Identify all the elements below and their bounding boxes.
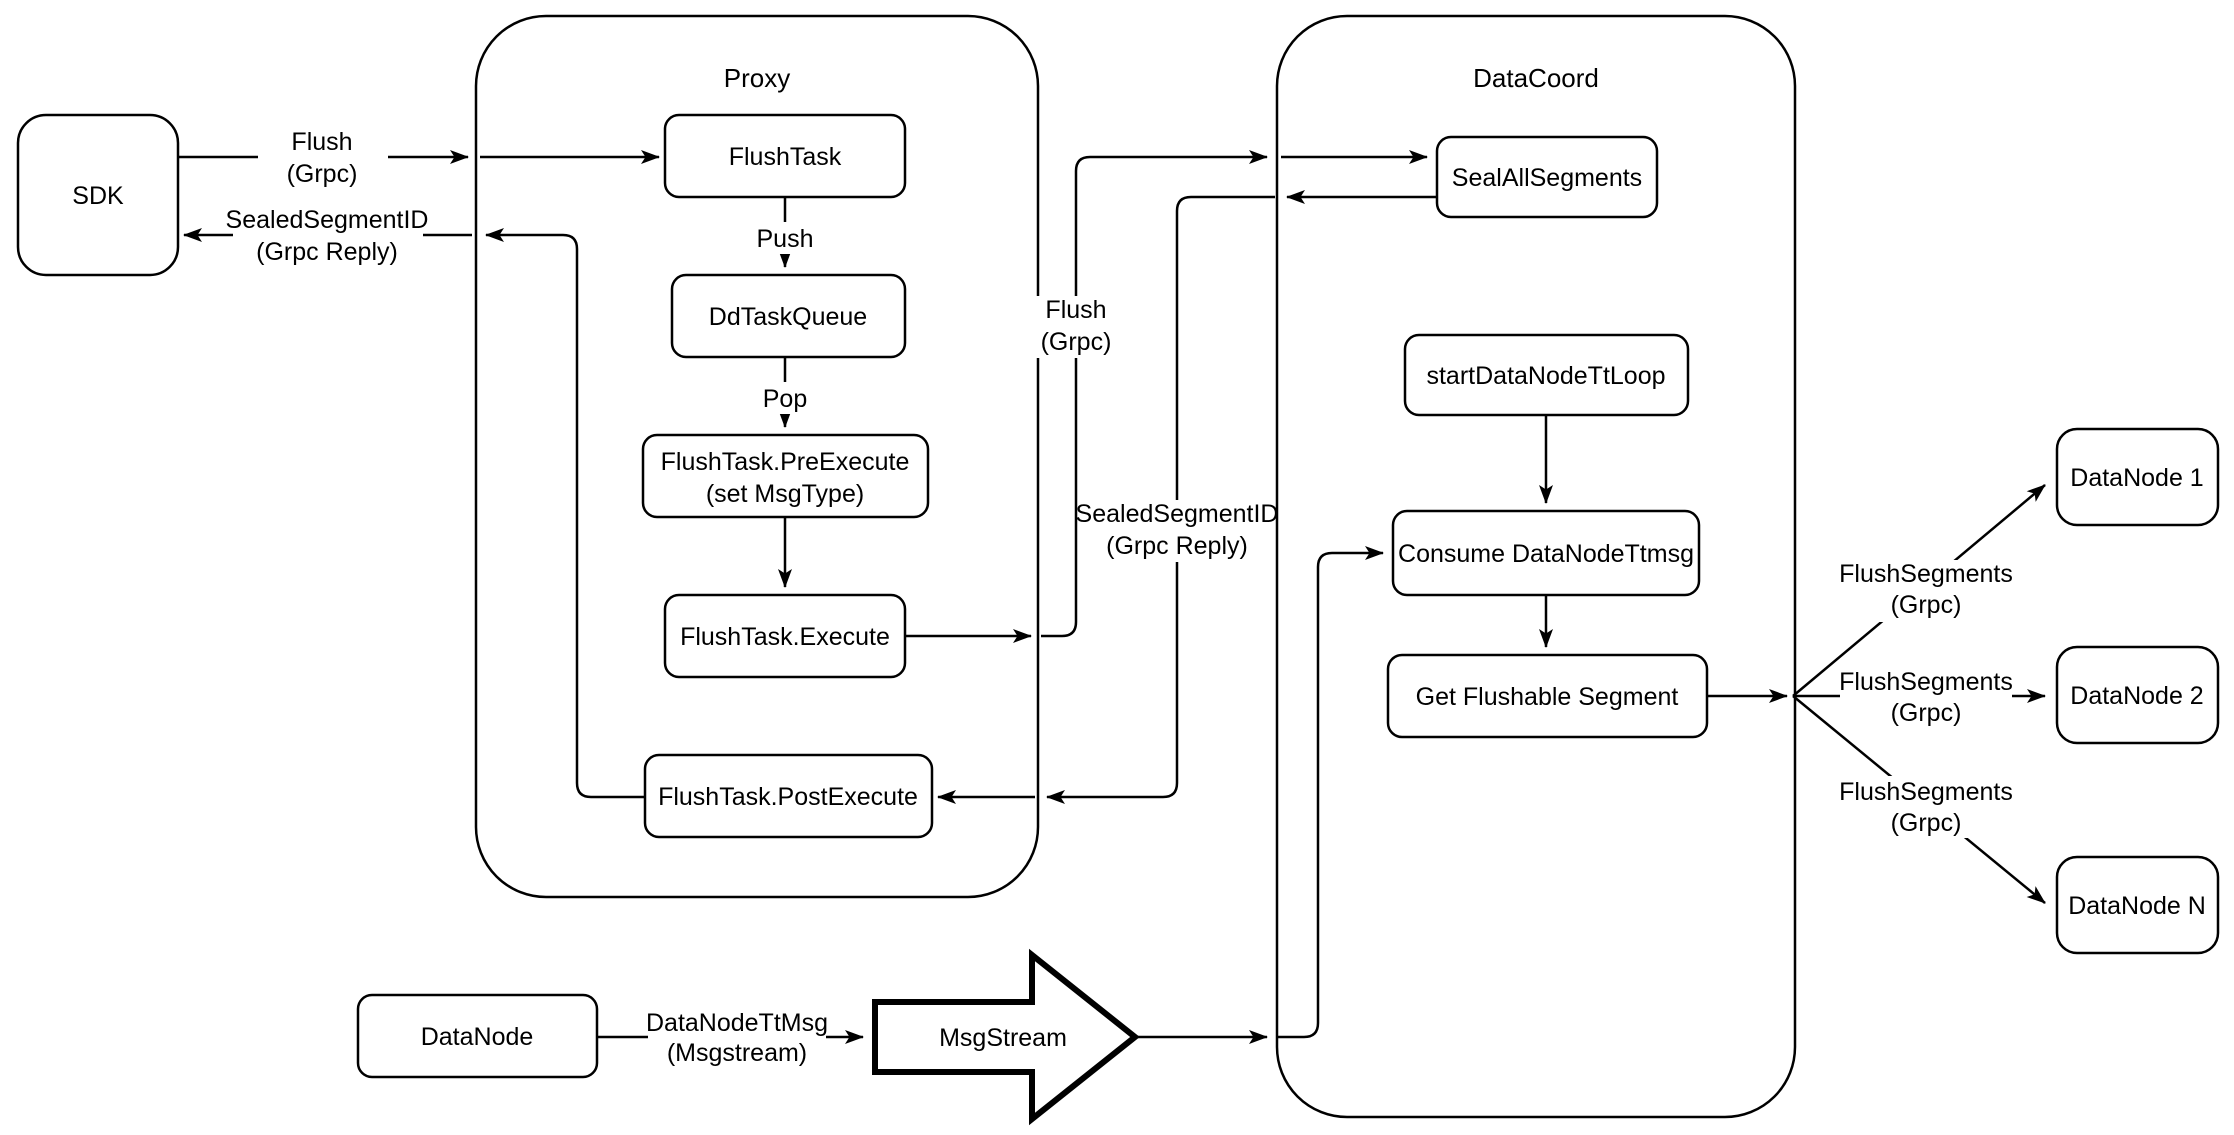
sdk-reply-label-line1: SealedSegmentID bbox=[226, 206, 429, 234]
datanoden-node-label: DataNode N bbox=[2068, 892, 2206, 920]
execute-node bbox=[663, 593, 907, 679]
edge-flush-riser-to-datacoord bbox=[1041, 150, 1268, 638]
sdk-reply-label-line2: (Grpc Reply) bbox=[256, 238, 398, 266]
startdatanodettloop-node bbox=[1403, 333, 1690, 417]
consume-datanodettmsg-node-label: Consume DataNodeTtmsg bbox=[1398, 540, 1694, 568]
edge-reply-riser-to-proxy bbox=[1046, 195, 1275, 804]
ddtaskqueue-node bbox=[670, 273, 907, 359]
datanodettmsg-label-bg bbox=[648, 1008, 826, 1066]
push-label-bg bbox=[746, 222, 824, 254]
pop-label: Pop bbox=[763, 385, 807, 413]
edge-msgstream-riser-to-consume bbox=[1277, 546, 1384, 1039]
msgstream-label: MsgStream bbox=[939, 1024, 1067, 1052]
edge-postexecute-to-proxy-border bbox=[485, 228, 645, 799]
flushsegments2-label-line2: (Grpc) bbox=[1891, 699, 1962, 727]
flushsegments2-label-bg bbox=[1840, 666, 2012, 728]
getflushablesegment-node bbox=[1386, 653, 1709, 739]
getflushablesegment-node-label: Get Flushable Segment bbox=[1416, 683, 1679, 711]
flushsegments2-label-line1: FlushSegments bbox=[1839, 668, 2013, 696]
flushsegments3-label-line2: (Grpc) bbox=[1891, 809, 1962, 837]
datanode1-node bbox=[2055, 427, 2220, 527]
flushsegments1-label-bg bbox=[1840, 560, 2012, 622]
ddtaskqueue-node-label: DdTaskQueue bbox=[709, 303, 867, 331]
flushtask-node-label: FlushTask bbox=[729, 143, 842, 171]
mid-flush-label-bg bbox=[1031, 296, 1121, 358]
datacoord-container bbox=[1275, 14, 1797, 1119]
sealallsegments-node-label: SealAllSegments bbox=[1452, 164, 1642, 192]
datanodettmsg-label-line1: DataNodeTtMsg bbox=[646, 1009, 828, 1037]
mid-reply-label-line1: SealedSegmentID bbox=[1076, 500, 1279, 528]
sdk-flush-label-bg bbox=[258, 128, 388, 190]
datanoden-node bbox=[2055, 855, 2220, 955]
sdk-node bbox=[16, 113, 180, 277]
sdk-node-label: SDK bbox=[72, 182, 124, 210]
pop-label-bg bbox=[753, 382, 817, 414]
mid-flush-label-line1: Flush bbox=[1045, 296, 1106, 324]
preexecute-node-label-line2: (set MsgType) bbox=[706, 480, 864, 508]
sealallsegments-node bbox=[1435, 135, 1659, 219]
mid-reply-label-bg bbox=[1082, 500, 1274, 562]
datanode2-node bbox=[2055, 645, 2220, 745]
proxy-container bbox=[474, 14, 1040, 899]
sdk-reply-label-bg bbox=[233, 206, 423, 268]
postexecute-node-label: FlushTask.PostExecute bbox=[658, 783, 918, 811]
postexecute-node bbox=[643, 753, 934, 839]
datanode1-node-label: DataNode 1 bbox=[2070, 464, 2203, 492]
datanode-node bbox=[356, 993, 599, 1079]
datanode-node-label: DataNode bbox=[421, 1023, 534, 1051]
msgstream-arrow-shape bbox=[872, 948, 1140, 1126]
execute-node-label: FlushTask.Execute bbox=[680, 623, 890, 651]
proxy-container-title: Proxy bbox=[724, 63, 790, 93]
preexecute-node bbox=[641, 433, 930, 519]
datanode2-node-label: DataNode 2 bbox=[2070, 682, 2203, 710]
flushsegments1-label-line2: (Grpc) bbox=[1891, 591, 1962, 619]
push-label: Push bbox=[757, 225, 814, 253]
flushsegments1-label-line1: FlushSegments bbox=[1839, 560, 2013, 588]
mid-flush-label-line2: (Grpc) bbox=[1041, 328, 1112, 356]
datanodettmsg-label-line2: (Msgstream) bbox=[667, 1039, 807, 1067]
flushsegments3-label-bg bbox=[1840, 776, 2012, 838]
flushtask-node bbox=[663, 113, 907, 199]
sdk-flush-label-line1: Flush bbox=[291, 128, 352, 156]
mid-reply-label-line2: (Grpc Reply) bbox=[1106, 532, 1248, 560]
consume-datanodettmsg-node bbox=[1391, 509, 1701, 597]
preexecute-node-label-line1: FlushTask.PreExecute bbox=[661, 448, 910, 476]
flushsegments3-label-line1: FlushSegments bbox=[1839, 778, 2013, 806]
startdatanodettloop-node-label: startDataNodeTtLoop bbox=[1426, 362, 1665, 390]
datacoord-container-title: DataCoord bbox=[1473, 63, 1599, 93]
sdk-flush-label-line2: (Grpc) bbox=[287, 160, 358, 188]
